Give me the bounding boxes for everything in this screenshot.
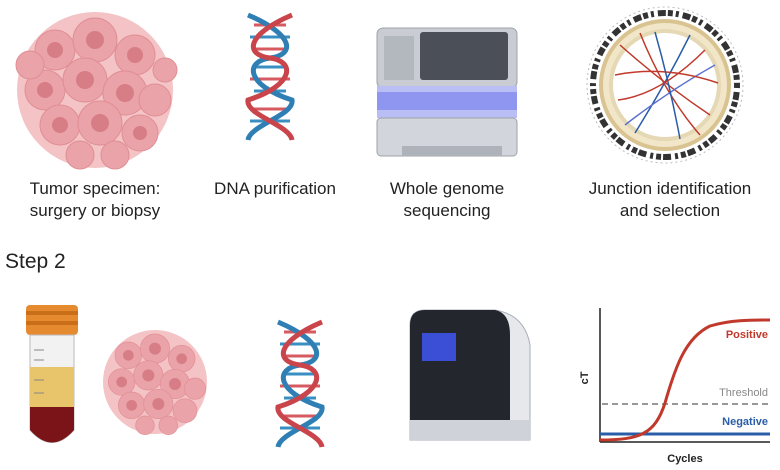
series-positive-line <box>599 318 771 442</box>
caption-dna-purification: DNA purification <box>200 178 350 200</box>
blood-tube-icon <box>26 305 78 443</box>
caption-line: sequencing <box>403 201 491 220</box>
tumor-cell-cluster-icon <box>103 330 207 435</box>
sequencer-icon <box>376 27 518 157</box>
caption-line: Junction identification <box>588 179 752 198</box>
caption-line: Tumor specimen: <box>29 179 161 198</box>
qpcr-machine-icon <box>409 309 531 441</box>
circos-plot-icon <box>586 6 744 164</box>
caption-line: surgery or biopsy <box>29 201 161 220</box>
amplification-chart: Positive Threshold Negative cT Cycles <box>579 308 771 465</box>
threshold-label: Threshold <box>719 387 768 399</box>
caption-line: and selection <box>619 201 721 220</box>
series-label-positive: Positive <box>726 329 768 341</box>
caption-line: Whole genome <box>389 179 505 198</box>
y-axis-label: cT <box>579 371 591 384</box>
tumor-cell-cluster-icon <box>15 12 178 170</box>
dna-helix-icon <box>245 12 295 141</box>
caption-whole-genome: Whole genome sequencing <box>372 178 522 222</box>
x-axis-label: Cycles <box>667 453 702 465</box>
step-2-title: Step 2 <box>5 250 66 273</box>
caption-tumor-specimen: Tumor specimen: surgery or biopsy <box>0 178 190 222</box>
caption-line: DNA purification <box>214 179 336 198</box>
series-label-negative: Negative <box>722 416 768 428</box>
dna-helix-icon <box>275 319 325 448</box>
caption-junction-identification: Junction identification and selection <box>570 178 770 222</box>
